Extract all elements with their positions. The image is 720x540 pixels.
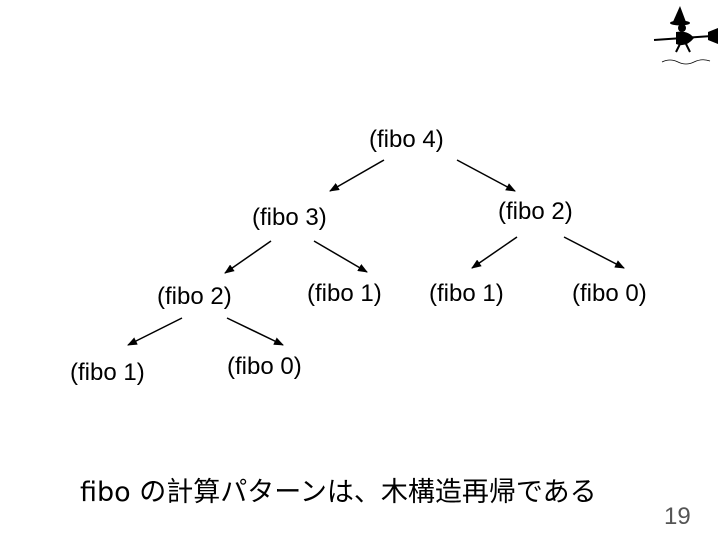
edge-fibo2left-fibo1 [128, 318, 182, 345]
node-fibo-0-right: (fibo 0) [572, 282, 647, 306]
page-number: 19 [664, 503, 691, 531]
edge-fibo2-fibo1 [472, 237, 517, 268]
node-fibo-3: (fibo 3) [252, 206, 327, 230]
node-fibo-1-mid: (fibo 1) [307, 282, 382, 306]
node-fibo-1-bottom: (fibo 1) [70, 361, 145, 385]
edge-fibo4-fibo3 [330, 160, 384, 191]
slide-caption: fibo の計算パターンは、木構造再帰である [80, 470, 597, 509]
node-fibo-2-left: (fibo 2) [157, 285, 232, 309]
edge-fibo2-fibo0 [564, 237, 624, 268]
edge-fibo4-fibo2 [457, 160, 515, 191]
edge-fibo3-fibo1 [314, 241, 367, 272]
node-fibo-1-right: (fibo 1) [429, 282, 504, 306]
node-fibo-2-right: (fibo 2) [498, 200, 573, 224]
edge-fibo3-fibo2 [225, 241, 271, 273]
node-fibo-4: (fibo 4) [369, 128, 444, 152]
edge-fibo2left-fibo0 [227, 318, 283, 345]
node-fibo-0-bottom: (fibo 0) [227, 355, 302, 379]
